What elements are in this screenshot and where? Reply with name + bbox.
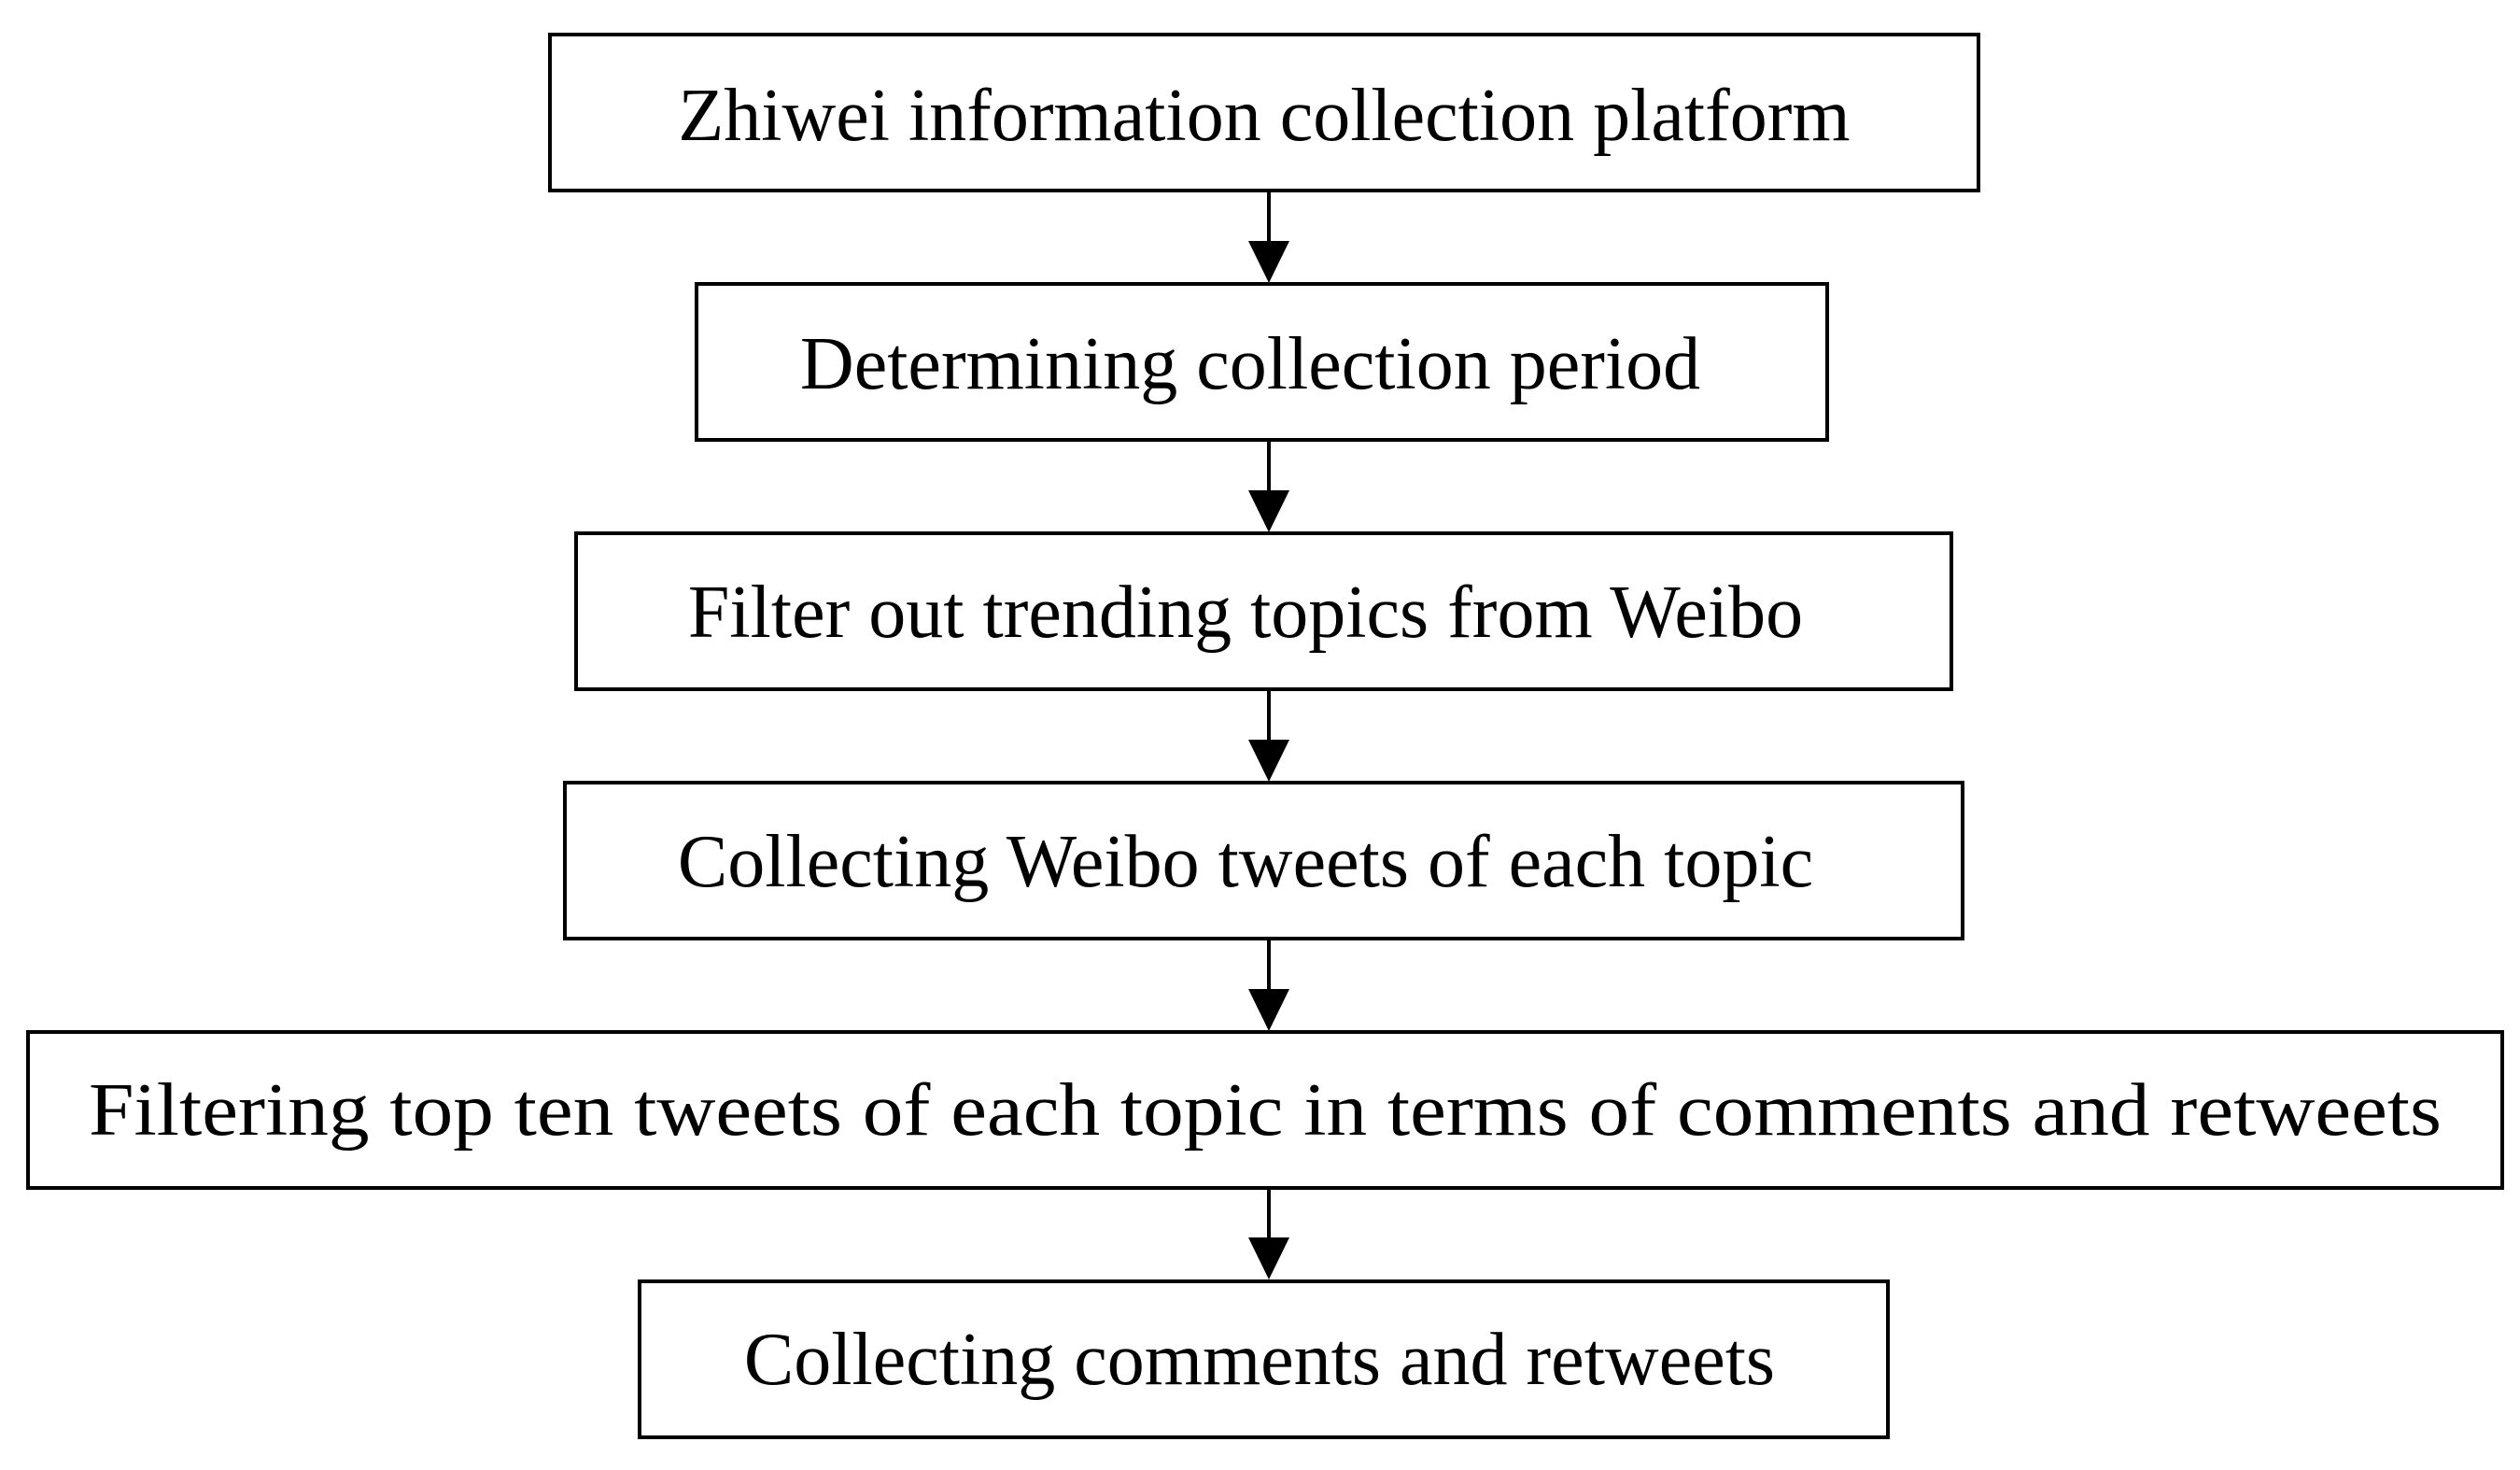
step-3: Filter out trending topics from Weibo	[574, 531, 1953, 691]
step-2-label: Determining collection period	[800, 323, 1700, 405]
step-6-label: Collecting comments and retweets	[744, 1319, 1775, 1401]
step-6-box	[638, 1279, 1890, 1439]
step-1-label: Zhiwei information collection platform	[678, 75, 1850, 157]
arrow-5-to-6-head	[1248, 1237, 1289, 1279]
step-3-box	[574, 531, 1953, 691]
arrow-5-to-6	[1248, 1188, 1289, 1279]
step-5-box	[26, 1030, 2504, 1190]
step-5-label: Filtering top ten tweets of each topic i…	[89, 1069, 2442, 1152]
arrow-3-to-4	[1248, 689, 1289, 782]
step-1-box	[548, 33, 1980, 192]
step-3-label: Filter out trending topics from Weibo	[688, 572, 1803, 654]
step-4: Collecting Weibo tweets of each topic	[563, 781, 1964, 940]
step-5: Filtering top ten tweets of each topic i…	[26, 1030, 2504, 1190]
arrow-4-to-5	[1248, 939, 1289, 1031]
step-2-box	[695, 282, 1829, 442]
arrow-4-to-5-head	[1248, 989, 1289, 1031]
arrow-2-to-3-head	[1248, 490, 1289, 532]
arrow-2-to-3	[1248, 440, 1289, 532]
arrow-3-to-4-head	[1248, 740, 1289, 782]
step-4-label: Collecting Weibo tweets of each topic	[678, 821, 1813, 903]
step-6: Collecting comments and retweets	[638, 1279, 1890, 1439]
arrow-1-to-2-head	[1248, 241, 1289, 283]
step-4-box	[563, 781, 1964, 940]
step-1: Zhiwei information collection platform	[548, 33, 1980, 192]
step-2: Determining collection period	[695, 282, 1829, 442]
arrow-1-to-2	[1248, 191, 1289, 283]
